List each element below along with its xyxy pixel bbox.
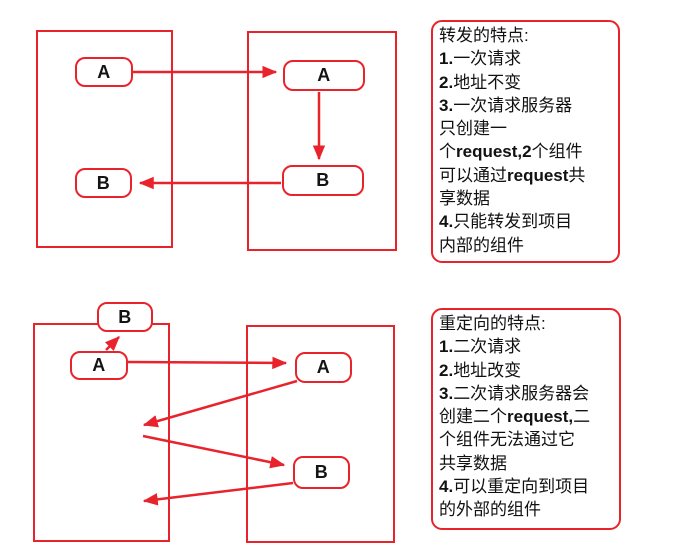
text-line: 4.只能转发到项目	[439, 212, 573, 232]
node-label: B	[118, 306, 132, 327]
text-line: 3.二次请求服务器会	[439, 383, 590, 403]
node-label: A	[97, 61, 111, 82]
forward-client-node-a: A	[75, 57, 133, 87]
arrow-redirect-serverA-response	[142, 379, 298, 428]
forward-client-node-b: B	[75, 168, 132, 198]
text-line: 内部的组件	[439, 235, 524, 255]
redirect-server-rect	[246, 325, 395, 543]
node-label: A	[92, 355, 106, 375]
text-line: 3.一次请求服务器	[439, 95, 573, 115]
text-line: 的外部的组件	[439, 500, 541, 520]
arrow-redirect-clientA-to-serverA	[127, 356, 288, 370]
node-label: B	[96, 172, 111, 193]
arrow-redirect-clientA-to-externalB	[104, 336, 120, 352]
text-line: 个组件无法通过它	[439, 430, 575, 450]
text-line: 只创建一	[439, 119, 507, 139]
forward-server-node-a: A	[283, 60, 365, 91]
forward-server-rect	[247, 31, 397, 251]
text-line: 共享数据	[439, 453, 507, 473]
text-line: 4.可以重定向到项目	[439, 477, 590, 497]
redirect-characteristics-panel: 重定向的特点: 1.二次请求 2.地址改变 3.二次请求服务器会创建二个request…	[431, 308, 621, 530]
node-label: A	[316, 357, 331, 377]
text-line: 1.一次请求	[439, 49, 522, 69]
text-line: 创建二个request,二	[439, 407, 591, 427]
text-line: 个request,2个组件	[439, 142, 583, 162]
forward-characteristics-panel: 转发的特点: 1.一次请求 2.地址不变 3.一次请求服务器只创建一个request,…	[431, 20, 620, 263]
redirect-external-node-b: B	[97, 302, 153, 332]
forward-server-node-b: B	[282, 165, 364, 196]
arrow-redirect-second-request-to-serverB	[142, 434, 286, 469]
node-label: B	[316, 170, 330, 190]
text-line: 2.地址不变	[439, 72, 522, 92]
text-line: 1.二次请求	[439, 337, 522, 357]
node-label: A	[317, 65, 331, 85]
forward-client-rect	[36, 30, 173, 248]
text-line: 可以通过request共	[439, 165, 586, 185]
text-line: 享数据	[439, 189, 490, 209]
redirect-client-node-a: A	[70, 351, 128, 380]
redirect-server-node-b: B	[293, 456, 350, 489]
redirect-server-node-a: A	[295, 352, 352, 383]
text-line: 重定向的特点:	[439, 314, 546, 333]
text-line: 转发的特点:	[439, 26, 529, 45]
node-label: B	[314, 462, 329, 482]
text-line: 2.地址改变	[439, 360, 522, 380]
arrow-redirect-serverB-response	[142, 481, 294, 506]
